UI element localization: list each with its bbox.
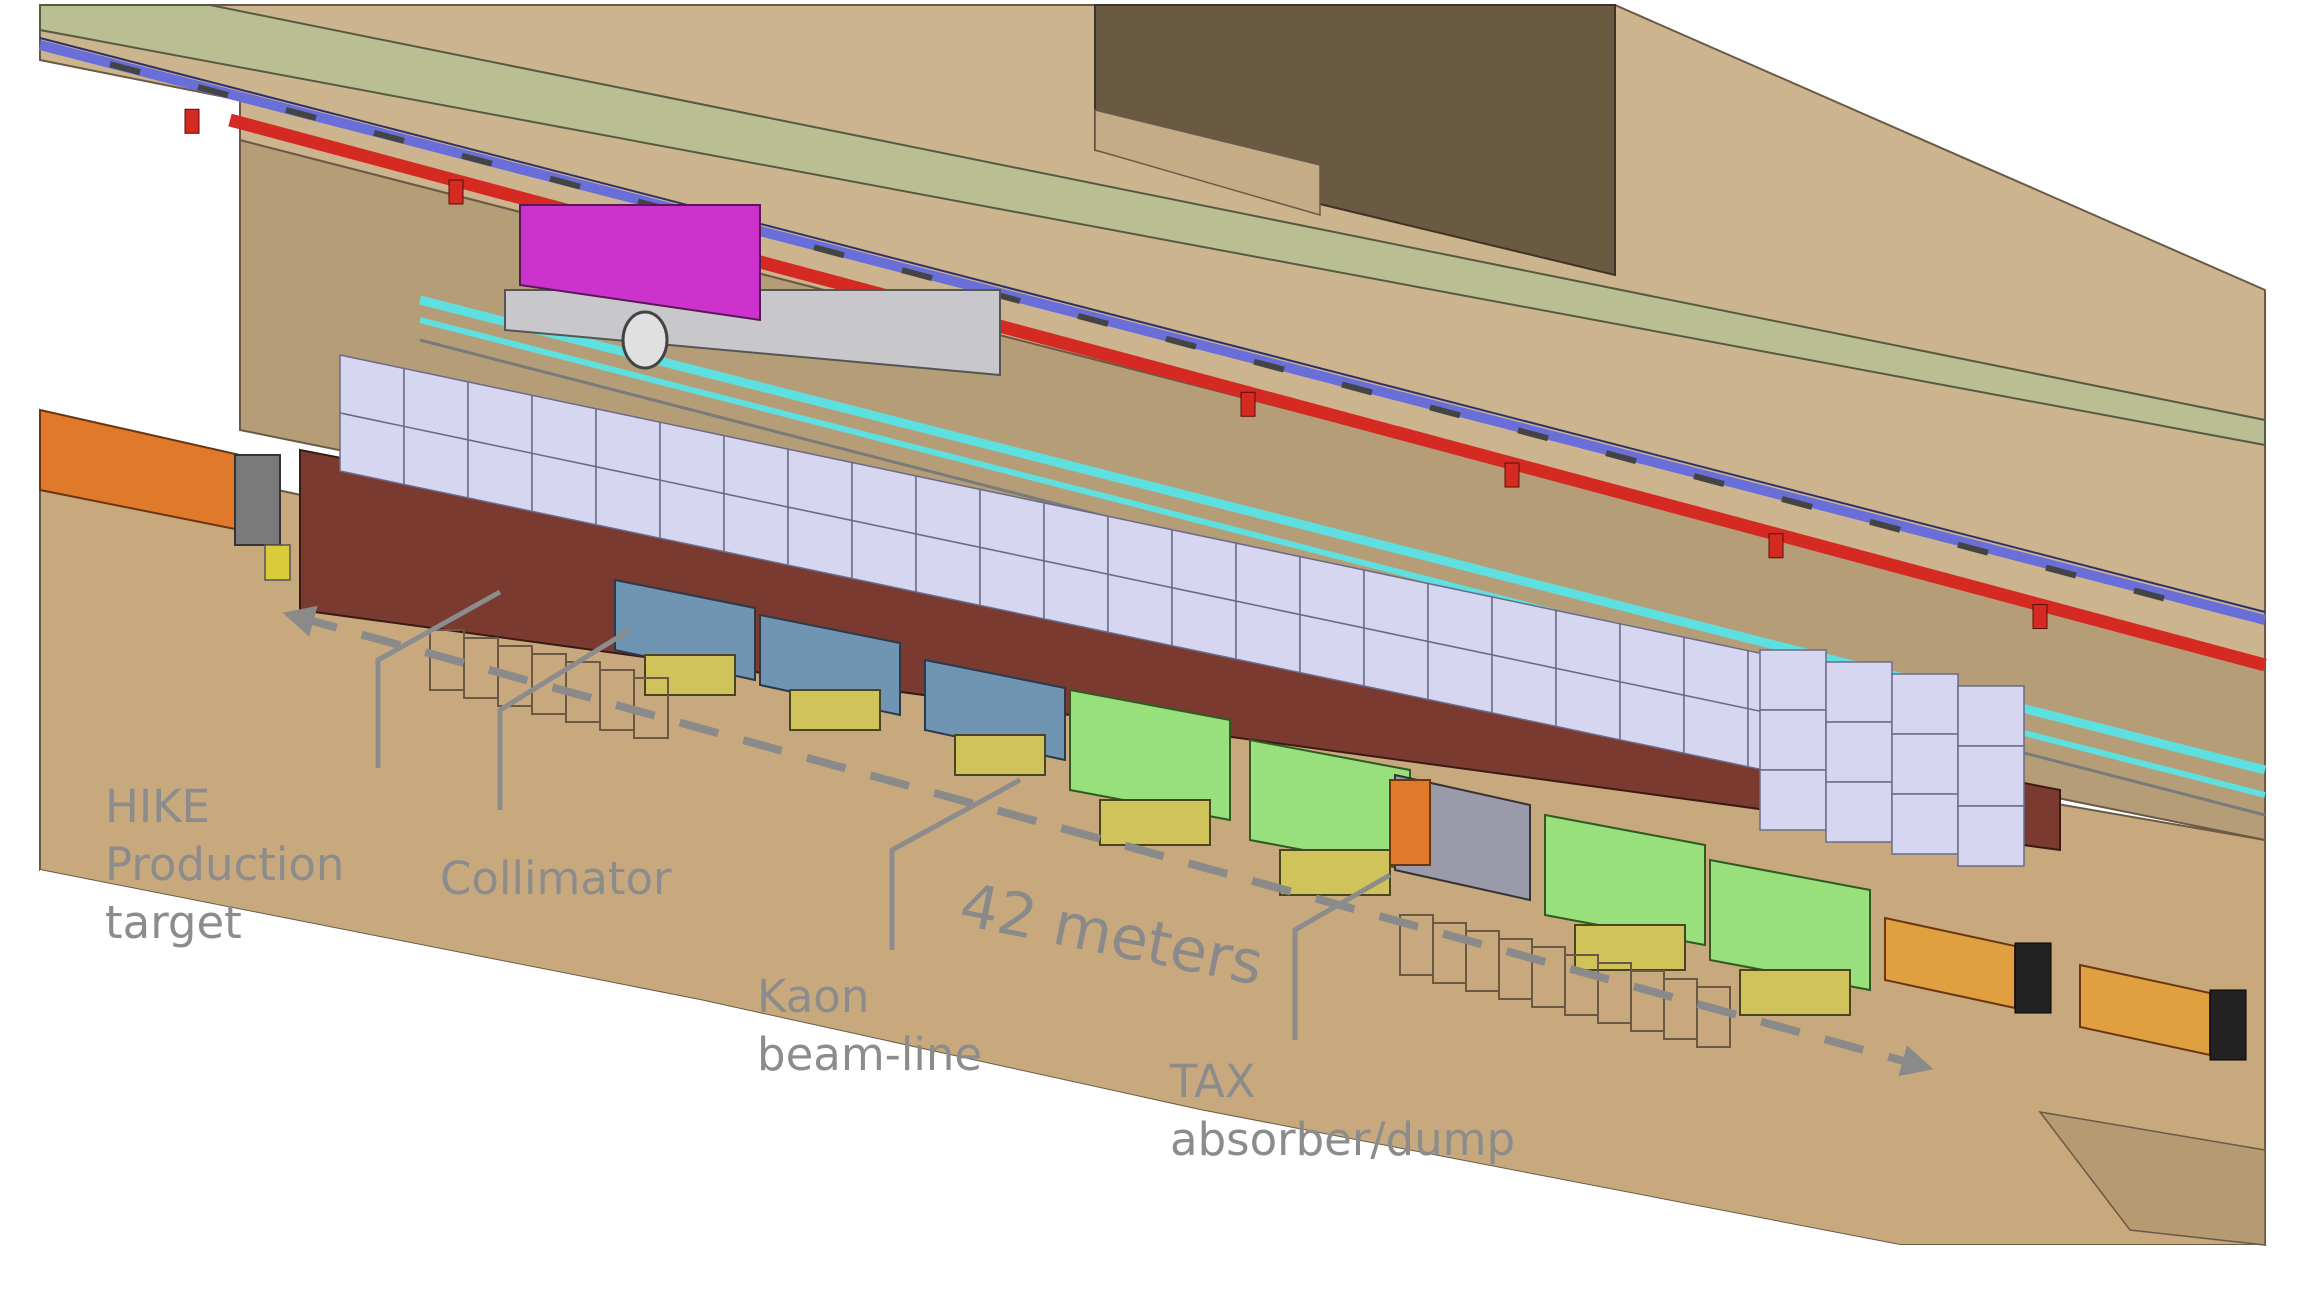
shield-block-downstream <box>1759 769 1827 831</box>
rail-tie <box>813 244 845 259</box>
tax-leader-line <box>1292 872 1392 1040</box>
magnet-stand <box>954 734 1046 776</box>
beamline-leader-line <box>889 777 1022 950</box>
shield-block-downstream <box>1825 781 1893 843</box>
rail-tie <box>1341 381 1373 396</box>
magnet-stand <box>1739 969 1851 1016</box>
beamline-label: Kaon beam-line <box>757 968 982 1084</box>
rail-tie <box>901 267 933 282</box>
shield-block <box>1427 640 1493 714</box>
shield-block <box>1555 667 1621 741</box>
blue-rail <box>38 40 2267 625</box>
rail-tie <box>373 129 405 144</box>
collimator-leader-line <box>497 627 632 810</box>
pipe-flange <box>2209 989 2247 1061</box>
rail-bracket <box>1504 462 1520 488</box>
rail-tie <box>1077 312 1109 327</box>
rail-tie <box>2045 564 2077 579</box>
rail-bracket <box>1240 391 1256 417</box>
shield-block <box>979 546 1045 620</box>
magnet-stand <box>789 689 881 731</box>
shield-block <box>915 533 981 607</box>
shield-block-downstream <box>1957 745 2025 807</box>
shield-block-downstream <box>1891 793 1959 855</box>
shield-block-downstream <box>1825 721 1893 783</box>
shaft-face <box>1094 109 1321 216</box>
access-shaft <box>1094 4 1616 277</box>
hoist-block <box>519 204 761 322</box>
target-label-line3: target <box>105 896 242 949</box>
floor-front-face <box>40 870 2265 1298</box>
shield-block <box>1683 694 1749 768</box>
shield-block <box>467 438 533 513</box>
shield-block <box>851 519 917 593</box>
collimator-label: Collimator <box>440 850 672 908</box>
rail-bracket <box>1768 533 1784 559</box>
target-leader-line <box>375 589 502 768</box>
shield-block <box>595 465 661 540</box>
tax-label-line2: absorber/dump <box>1170 1113 1516 1166</box>
collimator-label-text: Collimator <box>440 852 672 905</box>
rail-tie <box>1429 404 1461 419</box>
shield-block <box>1235 600 1301 674</box>
magnet-stand <box>1279 849 1391 896</box>
shield-block <box>1107 573 1173 647</box>
shield-block-downstream <box>1891 733 1959 795</box>
tax-label: TAX absorber/dump <box>1170 1053 1515 1169</box>
shield-block-downstream <box>1957 685 2025 747</box>
hook <box>621 310 669 370</box>
rail-tie <box>2133 587 2165 602</box>
shield-block <box>1619 680 1685 755</box>
tax-orange-block <box>1389 779 1431 866</box>
target-label: HIKE Production target <box>105 778 344 952</box>
target-label-line2: Production <box>105 838 345 891</box>
target-label-line1: HIKE <box>105 780 211 833</box>
shield-block <box>723 492 789 567</box>
rail-tie <box>197 84 229 98</box>
shield-block <box>1363 627 1429 701</box>
floor-trench <box>2038 1110 2266 1246</box>
shield-block-downstream <box>1891 673 1959 735</box>
ventilation-duct <box>39 4 2266 447</box>
shield-block-downstream <box>1759 709 1827 771</box>
rail-tie <box>1957 541 1989 556</box>
rail-tie <box>1869 518 1901 533</box>
shield-block <box>1171 586 1237 661</box>
magnet-stand <box>1099 799 1211 846</box>
rail-tie <box>1165 335 1197 350</box>
shield-block <box>403 425 469 499</box>
beamline-label-line2: beam-line <box>757 1028 983 1081</box>
shield-block <box>787 506 853 580</box>
shield-block <box>531 452 597 526</box>
beamline-label-line1: Kaon <box>757 970 870 1023</box>
crane-trolley-beam <box>504 289 1001 377</box>
shield-block-downstream <box>1825 661 1893 723</box>
magnet-stand <box>644 654 736 696</box>
shield-block <box>1043 559 1109 634</box>
rail-tie <box>1253 358 1285 373</box>
shield-block <box>1491 653 1557 728</box>
rail-bracket <box>2032 604 2048 630</box>
shield-block <box>659 479 725 553</box>
rail-tie <box>461 152 493 167</box>
target-station <box>234 454 281 546</box>
rail-tie <box>1693 473 1725 487</box>
rail-tie <box>1517 427 1549 442</box>
shield-block <box>1299 613 1365 687</box>
rail-tie <box>1605 450 1637 465</box>
pipe-flange <box>2014 942 2052 1014</box>
rail-tie <box>285 107 317 121</box>
rail-tie <box>549 175 581 190</box>
rail-tie <box>1781 496 1813 510</box>
shield-block <box>339 412 405 486</box>
rail-tie <box>109 61 141 76</box>
tax-label-line1: TAX <box>1170 1055 1256 1108</box>
shield-block-downstream <box>1957 805 2025 867</box>
distance-arrow <box>282 605 1934 1077</box>
rail-bracket <box>448 179 464 205</box>
rail-bracket <box>184 108 200 134</box>
shield-block-downstream <box>1759 649 1827 711</box>
